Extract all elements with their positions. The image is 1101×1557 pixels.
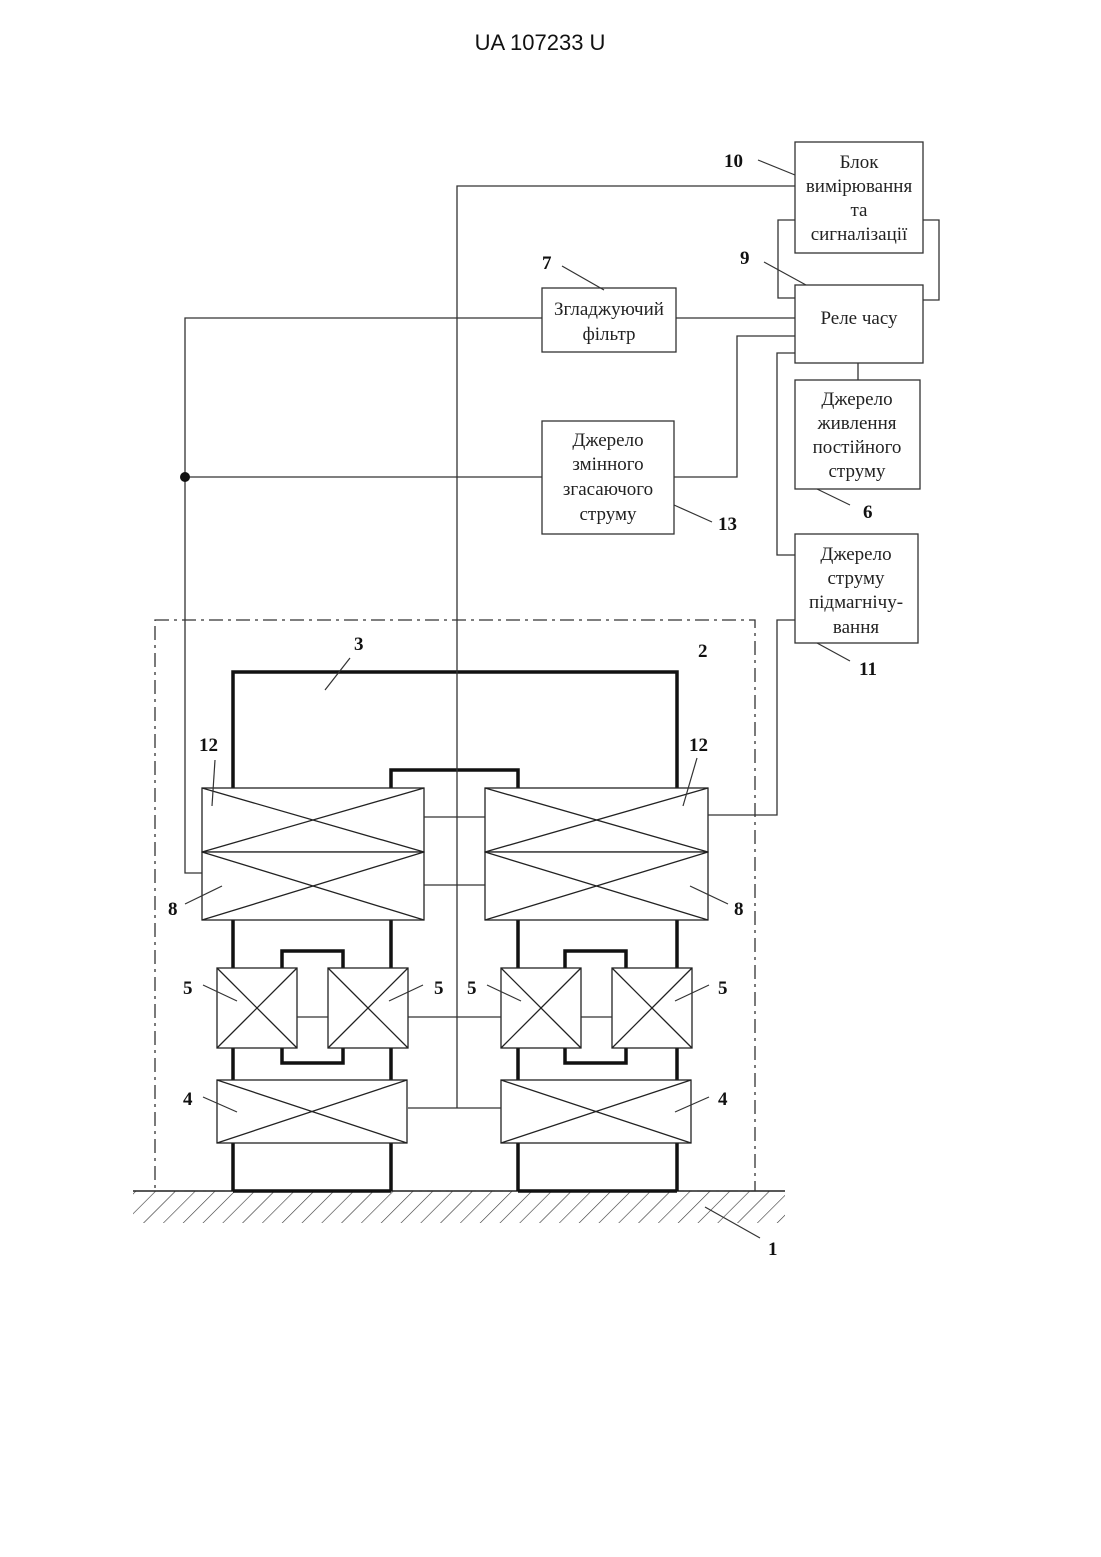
label-2: 2 — [698, 641, 708, 662]
label-5-d: 5 — [718, 978, 728, 999]
label-5-b: 5 — [434, 978, 444, 999]
filter-line-2: фільтр — [582, 324, 635, 345]
ac-line-2: змінного — [572, 454, 643, 475]
coil-4-right — [501, 1080, 691, 1143]
measurement-line-4: сигналізації — [811, 224, 908, 245]
label-12-left: 12 — [199, 735, 218, 756]
coil-4-left — [217, 1080, 407, 1143]
coil-8-right — [485, 852, 708, 920]
label-10: 10 — [724, 151, 743, 172]
measurement-line-2: вимірювання — [806, 176, 913, 197]
label-3: 3 — [354, 634, 364, 655]
label-8-left: 8 — [168, 899, 178, 920]
coil-12-right — [485, 788, 708, 852]
bias-line-2: струму — [828, 568, 885, 589]
dc-line-2: живлення — [816, 413, 896, 434]
label-6: 6 — [863, 502, 873, 523]
coil-8-left — [202, 852, 424, 920]
ground-base — [133, 1191, 785, 1223]
coil-5-a — [217, 968, 297, 1048]
label-5-c: 5 — [467, 978, 477, 999]
label-7: 7 — [542, 253, 552, 274]
relay-text: Реле часу — [820, 308, 898, 329]
coil-12-left — [202, 788, 424, 852]
junction-dot — [180, 472, 190, 482]
label-12-right: 12 — [689, 735, 708, 756]
coil-5-b — [328, 968, 408, 1048]
coil-5-d — [612, 968, 692, 1048]
coil-5-c — [501, 968, 581, 1048]
ac-line-4: струму — [580, 504, 637, 525]
label-4-right: 4 — [718, 1089, 728, 1110]
bias-line-4: вання — [833, 617, 879, 638]
label-13: 13 — [718, 514, 737, 535]
dc-line-4: струму — [829, 461, 886, 482]
filter-line-1: Згладжуючий — [554, 299, 664, 320]
ac-line-1: Джерело — [572, 430, 643, 451]
label-8-right: 8 — [734, 899, 744, 920]
label-5-a: 5 — [183, 978, 193, 999]
ac-line-3: згасаючого — [563, 479, 653, 500]
measurement-line-3: та — [851, 200, 869, 221]
dc-line-3: постійного — [813, 437, 902, 458]
measurement-line-1: Блок — [840, 152, 880, 173]
dc-line-1: Джерело — [821, 389, 892, 410]
bias-line-3: підмагнічу- — [809, 592, 903, 613]
label-1: 1 — [768, 1239, 778, 1260]
label-11: 11 — [859, 659, 877, 680]
label-9: 9 — [740, 248, 750, 269]
label-4-left: 4 — [183, 1089, 193, 1110]
bias-line-1: Джерело — [820, 544, 891, 565]
